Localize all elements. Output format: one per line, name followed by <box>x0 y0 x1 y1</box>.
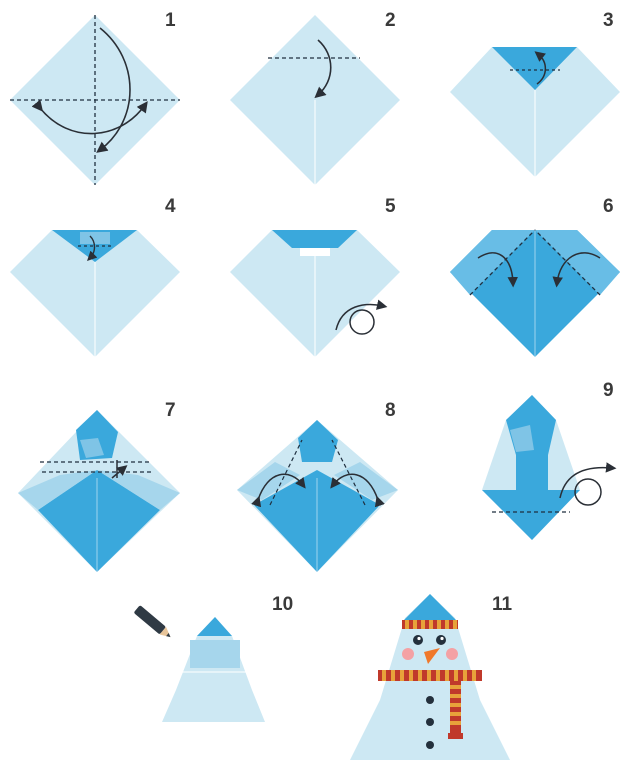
step-3-diagram <box>450 47 620 177</box>
step-number: 1 <box>165 10 176 32</box>
step-number: 11 <box>492 594 512 616</box>
step-number: 6 <box>603 196 614 218</box>
step-5-diagram <box>230 230 400 357</box>
step-number: 5 <box>385 196 396 218</box>
step-2-diagram <box>230 15 400 185</box>
step-number: 2 <box>385 10 396 32</box>
step-10-diagram <box>134 605 265 722</box>
step-7-diagram <box>18 410 180 572</box>
step-11-diagram <box>350 594 510 760</box>
step-9-diagram <box>482 395 612 540</box>
step-number: 9 <box>603 380 614 402</box>
pencil-icon <box>134 605 174 641</box>
step-6-diagram <box>450 230 620 357</box>
step-number: 3 <box>603 10 614 32</box>
step-number: 7 <box>165 400 176 422</box>
step-4-diagram <box>10 230 180 357</box>
step-1-diagram <box>10 15 180 185</box>
step-number: 8 <box>385 400 396 422</box>
step-number: 10 <box>272 594 293 616</box>
step-8-diagram <box>237 420 398 572</box>
step-number: 4 <box>165 196 176 218</box>
